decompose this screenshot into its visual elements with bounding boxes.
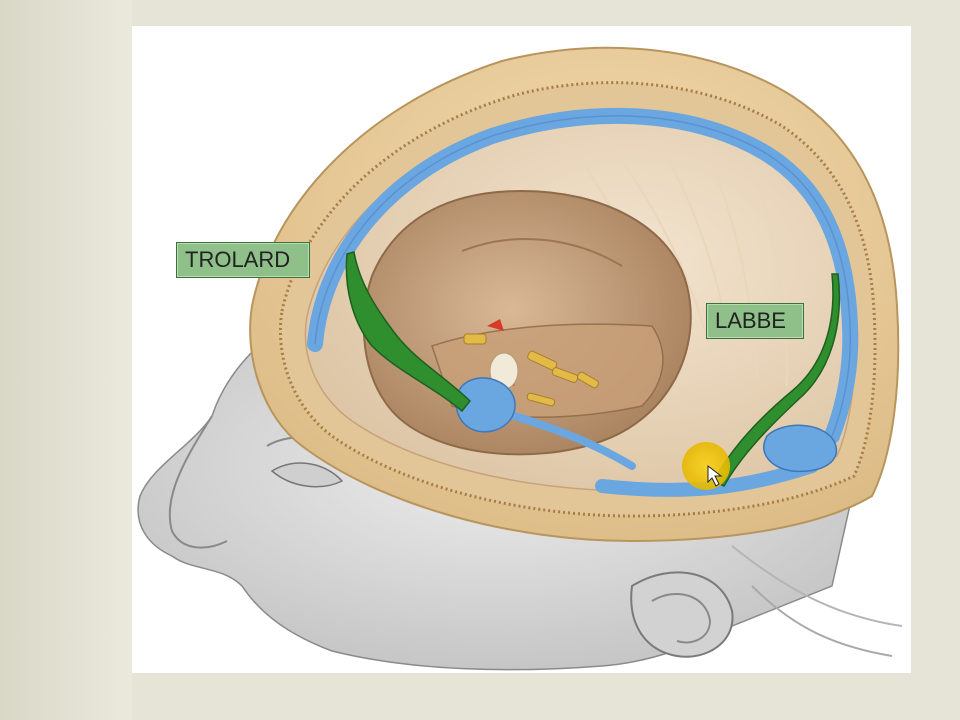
highlight-spot — [682, 442, 730, 490]
slide-bottom-margin — [132, 673, 960, 720]
label-labbe: LABBE — [706, 303, 804, 339]
head-section-drawing — [137, 46, 903, 671]
slide-top-margin — [132, 0, 960, 26]
sigmoid-sinus — [763, 424, 837, 473]
slide-left-margin — [0, 0, 132, 720]
vein-of-trolard — [345, 251, 472, 413]
anatomy-illustration: TROLARD LABBE — [132, 26, 911, 673]
label-trolard: TROLARD — [176, 242, 310, 278]
transverse-sinus — [595, 459, 819, 497]
mouse-cursor-icon — [707, 464, 723, 487]
slide-right-margin — [911, 26, 960, 673]
cavernous-sinus — [455, 377, 516, 433]
